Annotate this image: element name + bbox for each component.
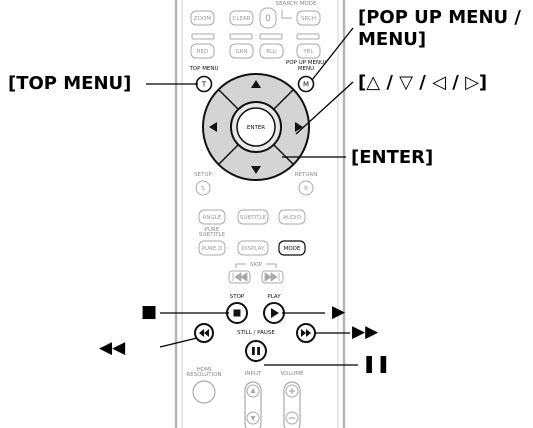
display-button-label: DISPLAY (242, 246, 265, 252)
subtitle-button-label: SUBTITLE (240, 215, 267, 221)
red-bar (191, 33, 215, 40)
pause-icon (257, 347, 260, 355)
red-button-label: RED (197, 49, 209, 55)
rewind-icon (199, 329, 209, 337)
green-bar (229, 33, 253, 40)
search-mode-label: SEARCH MODE (276, 1, 317, 7)
reverse-callout: ◀◀ (99, 338, 126, 358)
yellow-bar (296, 33, 320, 40)
cursor-leader (295, 81, 354, 135)
input-down-icon (250, 416, 256, 421)
subtitle-button[interactable] (237, 209, 269, 225)
top-menu-callout: [TOP MENU] (8, 73, 132, 94)
green-button[interactable] (229, 43, 254, 59)
search-button[interactable] (296, 10, 321, 26)
zero-button-label: 0 (265, 14, 271, 24)
green-button-label: GRN (235, 49, 247, 55)
return-key: R (304, 186, 308, 192)
display-button[interactable] (237, 240, 269, 256)
pause-callout: ❚❚ (362, 354, 391, 374)
clear-button[interactable] (229, 10, 254, 26)
blue-button[interactable] (259, 43, 284, 59)
red-button[interactable] (190, 43, 215, 59)
play-label: PLAY (267, 294, 281, 300)
zero-button[interactable] (259, 7, 277, 29)
up-arrow-icon[interactable] (251, 80, 261, 88)
cursor-callout: [△ / ▽ / ◁ / ▷] (358, 72, 488, 93)
remote-inner-edge (181, 0, 339, 428)
skip-forward-icon (264, 272, 280, 282)
stop-icon (233, 309, 241, 317)
pause-icon (252, 347, 255, 355)
mode-button[interactable] (278, 240, 306, 256)
audio-button[interactable] (278, 209, 306, 225)
skip-back-icon (232, 272, 248, 282)
stop-label: STOP (230, 294, 245, 300)
zoom-button-label: ZOOM (194, 16, 211, 22)
play-icon (271, 308, 279, 318)
enter-button[interactable] (236, 107, 276, 147)
top-menu-key: T (201, 81, 207, 89)
blue-bar (259, 33, 283, 40)
rewind-leader (159, 337, 198, 348)
right-arrow-icon[interactable] (295, 122, 303, 132)
skip-label: SKIP (250, 262, 263, 268)
yellow-button-label: YEL (303, 49, 315, 55)
mode-button-label: MODE (284, 246, 301, 252)
popup-menu-key: M (303, 81, 309, 89)
play-callout: ▶ (332, 302, 346, 322)
still-pause-label: STILL / PAUSE (237, 330, 275, 336)
skip-bracket (235, 263, 277, 268)
return-button[interactable] (298, 180, 314, 196)
yellow-button[interactable] (296, 43, 321, 59)
hdmi-resolution-button[interactable] (192, 380, 216, 404)
angle-button[interactable] (198, 209, 226, 225)
pause-button[interactable] (245, 340, 267, 362)
input-label: INPUT (245, 371, 262, 377)
setup-label: SETUP (194, 172, 212, 178)
enter-button-label: ENTER (247, 125, 265, 131)
down-arrow-icon[interactable] (251, 166, 261, 174)
fast-forward-icon (301, 329, 311, 337)
audio-button-label: AUDIO (283, 215, 302, 221)
clear-button-label: CLEAR (233, 16, 251, 22)
top-menu-label: TOP MENU (188, 66, 218, 72)
input-up-icon (250, 388, 256, 393)
search-button-label: SRCH (301, 16, 316, 22)
setup-key: S (201, 186, 205, 192)
setup-button[interactable] (195, 180, 211, 196)
popup-menu-label: POP UP MENU/MENU (286, 60, 326, 72)
popup-menu-button[interactable] (297, 75, 315, 93)
blue-button-label: BLU (266, 49, 277, 55)
enter-callout: [ENTER] (351, 147, 434, 168)
popup-menu-leader (311, 27, 354, 81)
forward-callout: ▶▶ (352, 322, 379, 342)
left-arrow-icon[interactable] (209, 122, 217, 132)
angle-button-label: ANGLE (203, 215, 222, 221)
search-mode-bracket (281, 10, 292, 19)
return-label: RETURN (295, 172, 318, 178)
volume-plus-icon (289, 388, 295, 394)
zoom-button[interactable] (190, 10, 215, 26)
pure-d-button[interactable] (198, 240, 226, 256)
stop-callout: ■ (141, 302, 158, 322)
volume-label: VOLUME (280, 371, 304, 377)
popup-menu-callout: [POP UP MENU /MENU] (358, 7, 521, 50)
pure-d-button-label: PURE.D (202, 246, 223, 252)
